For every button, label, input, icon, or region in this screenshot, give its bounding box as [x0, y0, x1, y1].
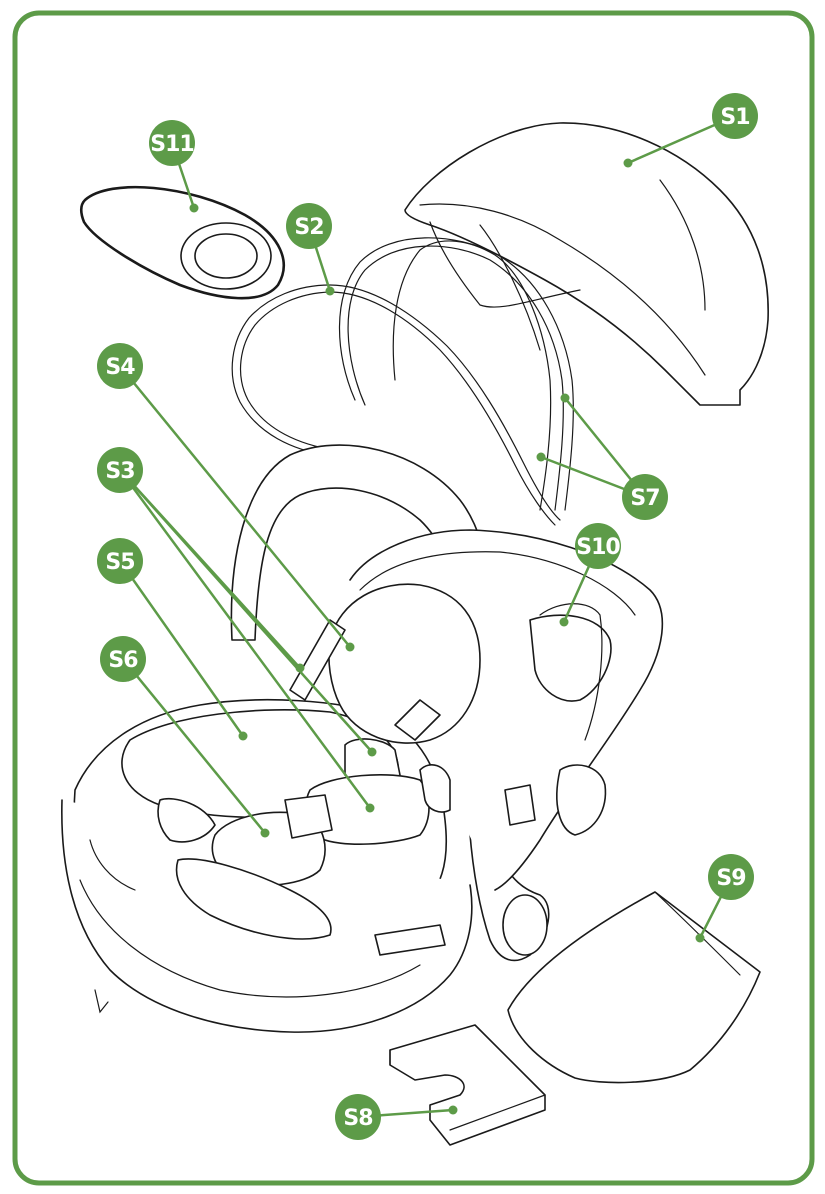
label-s11-text: S11	[150, 132, 193, 157]
label-s3: S3	[97, 447, 143, 493]
label-s9: S9	[708, 854, 754, 900]
label-s1: S1	[712, 93, 758, 139]
label-s4-text: S4	[105, 355, 135, 380]
part-s7-wires	[338, 224, 574, 511]
label-s11: S11	[149, 120, 195, 166]
diagram-border	[12, 10, 815, 1186]
label-s2-text: S2	[294, 215, 323, 240]
label-s3-text: S3	[105, 459, 134, 484]
label-s10-text: S10	[576, 535, 620, 560]
label-s8: S8	[335, 1094, 381, 1140]
label-s8-text: S8	[343, 1106, 372, 1131]
label-s10: S10	[575, 523, 621, 569]
label-s7-text: S7	[630, 486, 659, 511]
label-s2: S2	[286, 203, 332, 249]
part-seat-shell	[61, 444, 664, 1033]
label-s7: S7	[622, 474, 668, 520]
label-s1-text: S1	[720, 105, 749, 130]
label-s6: S6	[100, 636, 146, 682]
label-s4: S4	[97, 343, 143, 389]
label-s5-text: S5	[105, 550, 134, 575]
label-s6-text: S6	[108, 648, 138, 673]
part-s8-insert	[389, 1024, 546, 1146]
label-s5: S5	[97, 538, 143, 584]
part-s1-canopy	[404, 122, 769, 406]
part-s11-pad	[79, 185, 285, 300]
label-s9-text: S9	[716, 866, 745, 891]
